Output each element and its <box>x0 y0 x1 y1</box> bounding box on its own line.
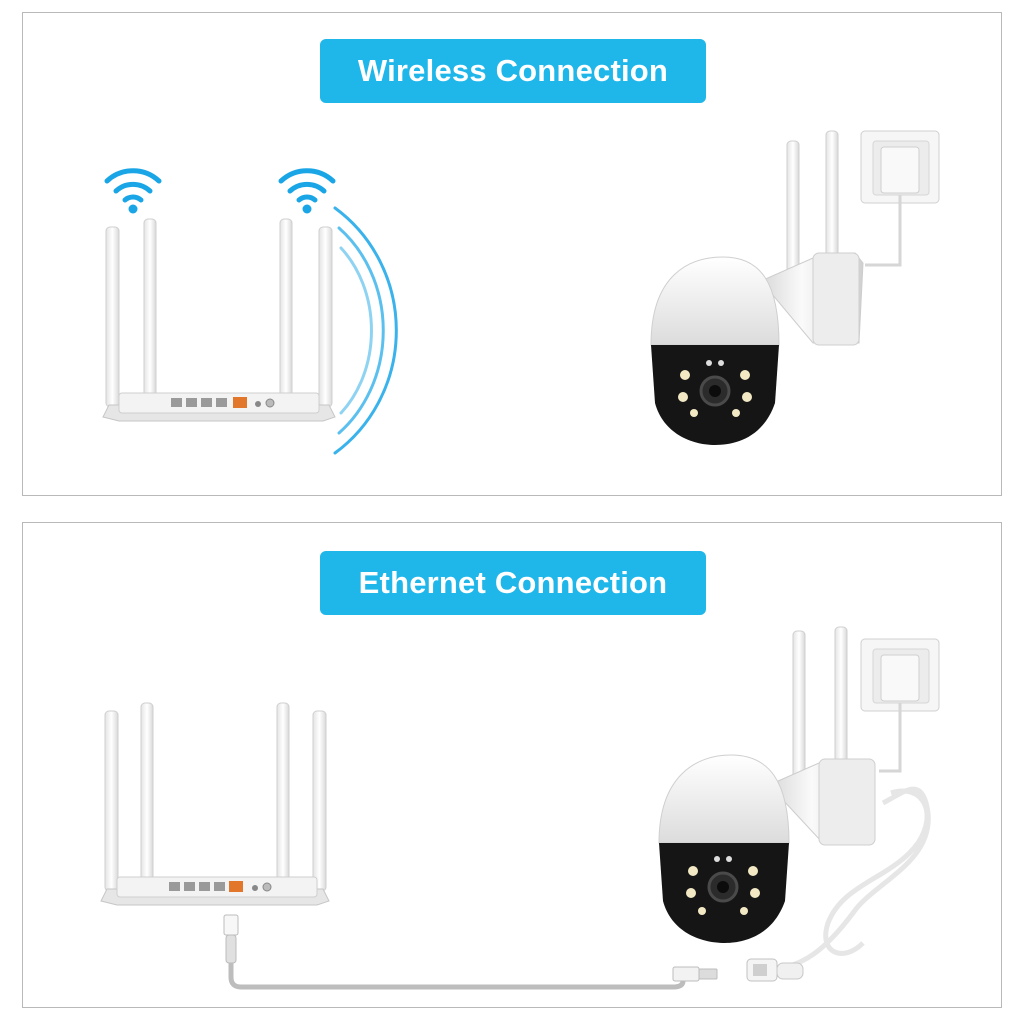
router-lan-ports <box>171 398 227 407</box>
ethernet-connection-panel: Ethernet Connection <box>22 522 1002 1008</box>
rj45-connector <box>223 914 239 936</box>
ethernet-cable <box>223 914 718 990</box>
security-camera <box>650 130 864 445</box>
wireless-signal-waves-icon <box>333 206 398 455</box>
wifi-icon <box>278 168 336 214</box>
security-camera <box>658 626 876 943</box>
router <box>100 702 330 906</box>
router-wan-port <box>233 397 247 408</box>
camera-cable <box>782 786 931 971</box>
wireless-connection-title: Wireless Connection <box>320 39 706 103</box>
wireless-scene <box>102 130 940 455</box>
wifi-icon <box>104 168 162 214</box>
router-wan-port <box>229 881 243 892</box>
router-lan-ports <box>169 882 225 891</box>
router <box>102 218 336 422</box>
power-adapter <box>860 638 940 773</box>
rj45-connector <box>672 966 700 982</box>
wireless-connection-panel: Wireless Connection <box>22 12 1002 496</box>
camera-network-connector <box>746 958 804 982</box>
ethernet-connection-title: Ethernet Connection <box>320 551 706 615</box>
power-adapter <box>860 130 940 267</box>
ethernet-scene <box>100 626 940 990</box>
